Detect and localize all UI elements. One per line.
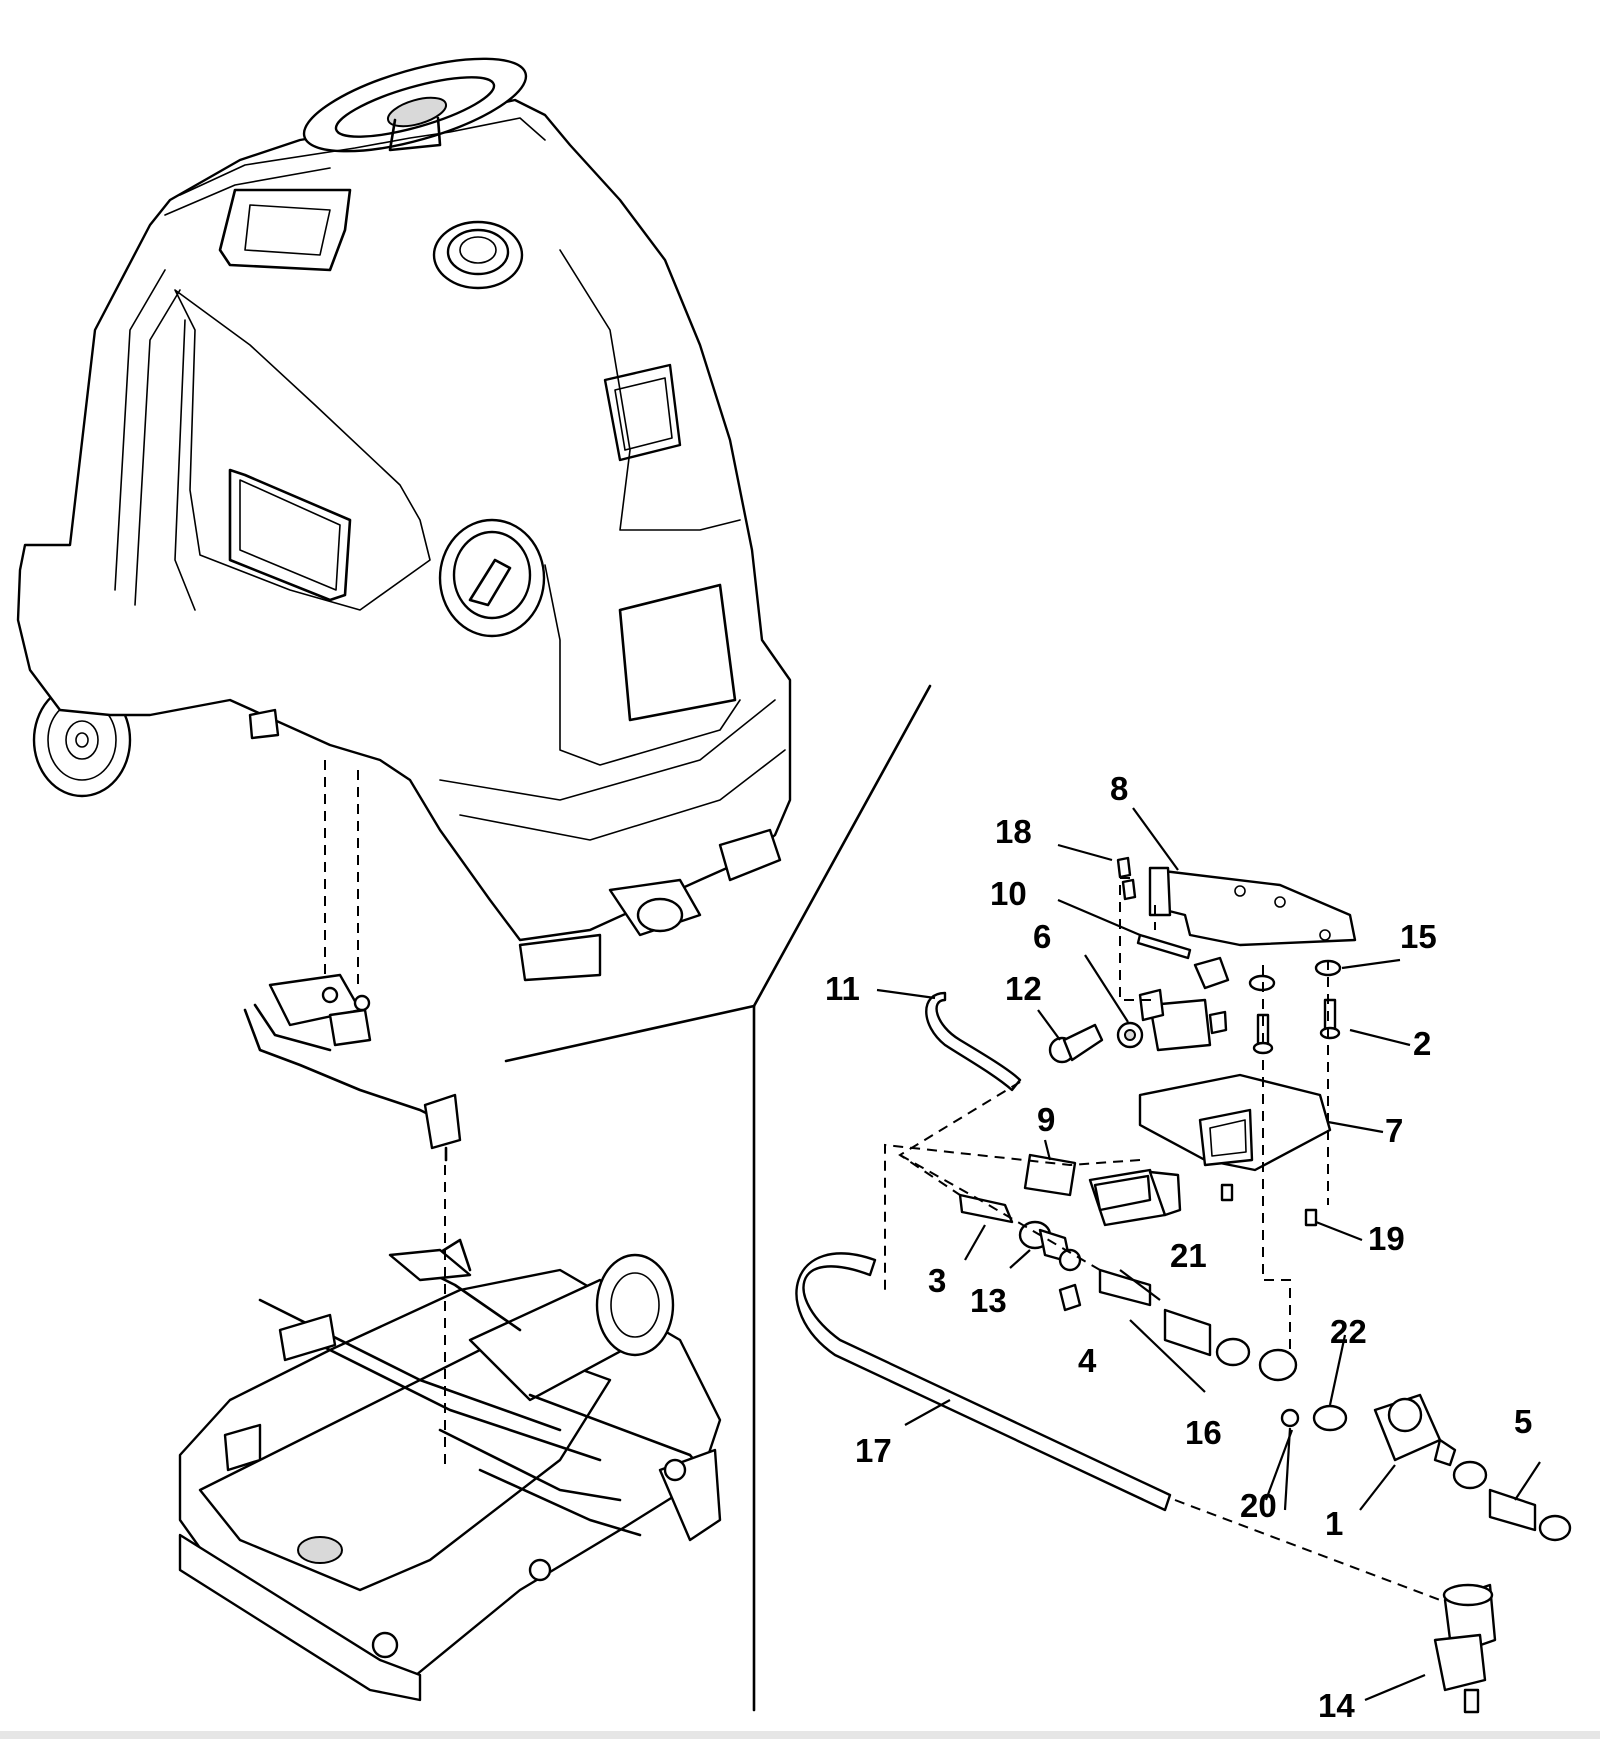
part-1-pump — [1373, 1393, 1457, 1467]
part-10-fitting — [1193, 956, 1230, 990]
right-assembly-guides — [884, 877, 1441, 1601]
part-7-switch-housing — [1138, 1073, 1332, 1172]
drain-cap — [438, 518, 546, 638]
callout-4: 4 — [1078, 1342, 1097, 1379]
callout-20: 20 — [1240, 1487, 1277, 1524]
part-14-solenoid-valve — [1433, 1583, 1497, 1714]
part-8-mounting-bracket — [1148, 866, 1357, 947]
part-18-screws — [1116, 856, 1137, 901]
callout-14: 14 — [1318, 1687, 1355, 1724]
part-21-rocker-switch — [1088, 1168, 1182, 1227]
callout-labels: 1 2 3 4 5 6 7 8 9 10 11 12 13 14 15 16 1… — [825, 770, 1532, 1724]
valve-harness-assembly — [243, 973, 462, 1162]
left-assembly-guides — [324, 760, 446, 1470]
callout-1: 1 — [1325, 1505, 1343, 1542]
callout-10: 10 — [990, 875, 1027, 912]
part-11-hose — [925, 991, 1022, 1092]
floor-scrubber-machine — [16, 57, 792, 982]
part-13-fittings — [1018, 1220, 1082, 1312]
part-5-sleeve-clamps — [1452, 1460, 1572, 1542]
part-10-pin — [1136, 933, 1192, 960]
control-display — [603, 363, 682, 462]
solution-fill-cap — [432, 220, 524, 290]
callout-11: 11 — [825, 970, 860, 1007]
part-20-nut — [1280, 1408, 1300, 1428]
callout-2: 2 — [1413, 1025, 1431, 1062]
callout-19: 19 — [1368, 1220, 1405, 1257]
part-6-solenoid-valve — [1116, 988, 1228, 1052]
callout-3: 3 — [928, 1262, 946, 1299]
callout-21: 21 — [1170, 1237, 1207, 1274]
callout-12: 12 — [1005, 970, 1042, 1007]
callout-6: 6 — [1033, 918, 1051, 955]
callout-leaders — [876, 807, 1541, 1702]
callout-15: 15 — [1400, 918, 1437, 955]
callout-16: 16 — [1185, 1414, 1222, 1451]
part-4-sleeve — [1163, 1308, 1212, 1357]
steering-wheel — [302, 57, 528, 153]
part-2-screws — [1252, 998, 1341, 1055]
bottom-border-strip — [0, 1731, 1600, 1739]
brush-motor — [468, 1253, 675, 1402]
part-12-elbow-fitting — [1048, 1023, 1104, 1064]
part-16-clamp — [1215, 1337, 1298, 1382]
callout-9: 9 — [1037, 1101, 1055, 1138]
scrub-deck-assembly — [178, 1238, 722, 1702]
callout-17: 17 — [855, 1432, 892, 1469]
part-17-hose — [795, 1252, 1172, 1512]
part-22-clamp — [1312, 1404, 1348, 1432]
callout-8: 8 — [1110, 770, 1128, 807]
part-19-screws — [1220, 1183, 1318, 1227]
callout-5: 5 — [1514, 1403, 1532, 1440]
callout-13: 13 — [970, 1282, 1007, 1319]
callout-22: 22 — [1330, 1313, 1367, 1350]
callout-18: 18 — [995, 813, 1032, 850]
part-3-hose-barb — [958, 1193, 1014, 1224]
callout-7: 7 — [1385, 1112, 1403, 1149]
view-divider — [504, 684, 932, 1712]
